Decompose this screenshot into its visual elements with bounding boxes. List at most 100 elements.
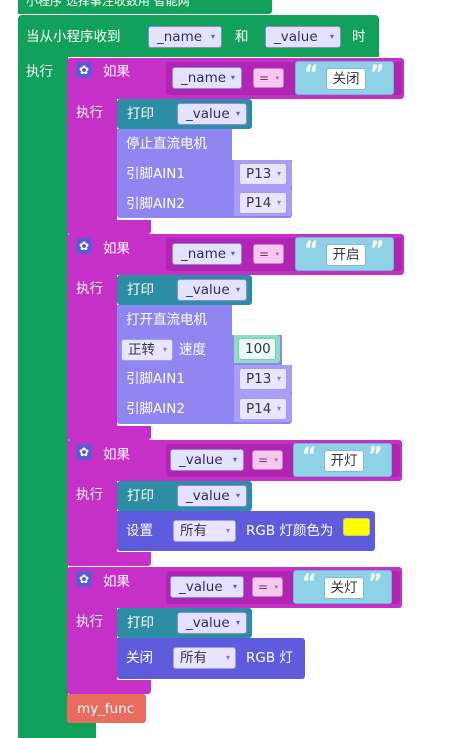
if-block-4-body: [67, 607, 117, 687]
pin2-dropdown[interactable]: P14▾: [239, 398, 287, 420]
string-field[interactable]: 开启: [326, 244, 366, 266]
gear-icon[interactable]: ✿: [76, 62, 92, 78]
condition-var[interactable]: _name▾: [172, 67, 242, 89]
exec-label: 执行: [76, 614, 103, 630]
condition-var[interactable]: _name▾: [172, 243, 242, 265]
print-label: 打印: [127, 488, 154, 504]
if-label: 如果: [103, 241, 130, 257]
rgb-target-dropdown[interactable]: 所有▾: [173, 520, 236, 542]
event-label-prefix: 当从小程序收到: [26, 29, 121, 45]
if-label: 如果: [103, 447, 130, 463]
print-var[interactable]: _value▾: [177, 279, 247, 301]
rgb-color-label: RGB 灯颜色为: [246, 523, 334, 539]
speed-label: 速度: [179, 342, 206, 358]
string-field[interactable]: 关灯: [324, 577, 364, 599]
chevron-down-icon: ▾: [210, 32, 215, 41]
chevron-down-icon: ▾: [225, 526, 230, 535]
chevron-down-icon: ▾: [275, 74, 279, 82]
exec-label: 执行: [76, 487, 103, 503]
rgb-target-dropdown[interactable]: 所有▾: [173, 647, 236, 669]
off-label: 关闭: [126, 650, 153, 666]
equals-operator[interactable]: =▾: [253, 244, 284, 264]
exec-label: 执行: [76, 105, 103, 121]
print-var[interactable]: _value▾: [177, 103, 247, 125]
direction-dropdown[interactable]: 正转▾: [121, 339, 173, 361]
gear-icon[interactable]: ✿: [76, 238, 92, 254]
condition-var[interactable]: _value▾: [170, 576, 244, 598]
color-swatch[interactable]: [343, 518, 370, 536]
pin1-dropdown[interactable]: P13▾: [239, 368, 287, 390]
open-quote-icon: “: [302, 444, 317, 469]
print-label: 打印: [127, 282, 154, 298]
chevron-down-icon: ▾: [275, 250, 279, 258]
rgb-set-block[interactable]: [117, 511, 375, 551]
pin2-label: 引脚AIN2: [126, 196, 185, 212]
close-quote-icon: ”: [368, 444, 383, 469]
pin2-label: 引脚AIN2: [126, 401, 185, 417]
chevron-down-icon: ▾: [276, 404, 281, 413]
open-quote-icon: “: [304, 62, 319, 87]
my-func-call-block[interactable]: [67, 694, 146, 723]
condition-var[interactable]: _value▾: [170, 449, 244, 471]
event-label-and: 和: [235, 29, 249, 45]
exec-label: 执行: [76, 281, 103, 297]
string-field[interactable]: 关闭: [326, 68, 366, 90]
chevron-down-icon: ▾: [230, 73, 235, 82]
pin1-label: 引脚AIN1: [126, 166, 185, 182]
event-var-value[interactable]: _value▾: [265, 26, 341, 48]
close-quote-icon: ”: [368, 571, 383, 596]
if-block-3-body: [67, 480, 117, 558]
chevron-down-icon: ▾: [274, 583, 278, 591]
open-quote-icon: “: [304, 238, 319, 263]
set-label: 设置: [126, 523, 153, 539]
rgb-off-label: RGB 灯: [246, 650, 293, 666]
equals-operator[interactable]: =▾: [252, 450, 283, 470]
chevron-down-icon: ▾: [276, 169, 281, 178]
string-field[interactable]: 开灯: [324, 450, 364, 472]
chevron-down-icon: ▾: [232, 455, 237, 464]
motor-start-title: 打开直流电机: [126, 312, 207, 328]
if-label: 如果: [103, 64, 130, 80]
string-literal[interactable]: “ 关灯 ”: [293, 570, 392, 604]
speed-input[interactable]: 100: [238, 338, 276, 360]
my-func-label: my_func: [77, 701, 135, 717]
chevron-down-icon: ▾: [329, 32, 334, 41]
top-cut-block[interactable]: [18, 0, 272, 14]
motor-stop-block[interactable]: [117, 129, 232, 160]
if-block-4-bottom: [67, 680, 151, 694]
chevron-down-icon: ▾: [232, 582, 237, 591]
chevron-down-icon: ▾: [235, 491, 240, 500]
motor-start-block[interactable]: [117, 305, 232, 335]
chevron-down-icon: ▾: [235, 285, 240, 294]
equals-operator[interactable]: =▾: [253, 68, 284, 88]
chevron-down-icon: ▾: [225, 653, 230, 662]
chevron-down-icon: ▾: [276, 198, 281, 207]
gear-icon[interactable]: ✿: [76, 444, 92, 460]
string-literal[interactable]: “ 关闭 ”: [295, 61, 394, 95]
pin1-dropdown[interactable]: P13▾: [239, 163, 287, 185]
event-var-name[interactable]: _name▾: [148, 26, 222, 48]
if-block-2-bottom: [67, 426, 151, 440]
gear-icon[interactable]: ✿: [76, 571, 92, 587]
string-literal[interactable]: “ 开启 ”: [295, 237, 394, 271]
chevron-down-icon: ▾: [162, 345, 167, 354]
event-label-suffix: 时: [352, 29, 366, 45]
close-quote-icon: ”: [370, 62, 385, 87]
print-var[interactable]: _value▾: [177, 612, 247, 634]
close-quote-icon: ”: [370, 238, 385, 263]
open-quote-icon: “: [302, 571, 317, 596]
if-block-3-bottom: [67, 552, 151, 566]
chevron-down-icon: ▾: [274, 456, 278, 464]
chevron-down-icon: ▾: [235, 109, 240, 118]
chevron-down-icon: ▾: [276, 374, 281, 383]
equals-operator[interactable]: =▾: [252, 577, 283, 597]
print-var[interactable]: _value▾: [177, 485, 247, 507]
pin2-dropdown[interactable]: P14▾: [239, 192, 287, 214]
if-block-2-body: [67, 274, 117, 434]
chevron-down-icon: ▾: [230, 249, 235, 258]
pin1-label: 引脚AIN1: [126, 371, 185, 387]
if-label: 如果: [103, 574, 130, 590]
chevron-down-icon: ▾: [235, 618, 240, 627]
string-literal[interactable]: “ 开灯 ”: [293, 443, 392, 477]
if-block-1-bottom: [67, 220, 151, 234]
